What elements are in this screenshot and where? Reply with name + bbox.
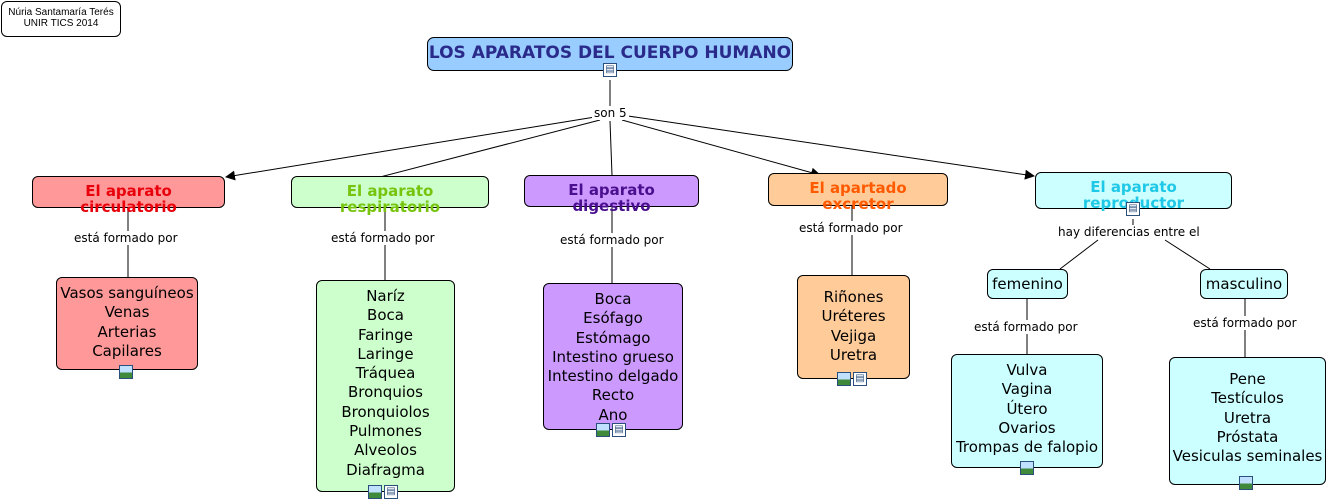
image-icon[interactable] [837, 372, 851, 386]
list-item: Diafragma [346, 460, 425, 479]
list-item: Riñones [823, 288, 884, 306]
link-label: está formado por [329, 231, 437, 245]
list-item: Pene [1229, 370, 1266, 388]
list-item: Esófago [583, 309, 643, 328]
node-icons [119, 365, 133, 379]
arrow-excretor [621, 119, 821, 178]
concept-circulatorio[interactable]: El aparato circulatorio [32, 176, 225, 215]
list-item: Trompas de falopio [955, 438, 1099, 457]
document-icon[interactable]: ▤ [612, 423, 626, 437]
list-item: Vasos sanguíneos [60, 284, 194, 302]
concept-excretor[interactable]: El apartado excretor [768, 173, 948, 212]
image-icon[interactable] [596, 423, 610, 437]
document-icon[interactable]: ▤ [1126, 202, 1140, 216]
list-item: Laringe [357, 344, 414, 363]
list-item: Útero [1006, 399, 1048, 418]
concept-title: masculino [1205, 275, 1283, 293]
author-name: Núria Santamaría Terés [8, 7, 114, 18]
list-item: Arterias [97, 322, 157, 341]
link-label: está formado por [972, 320, 1080, 334]
list-item: Bronquios [348, 383, 423, 402]
node-icons: ▤ [1126, 202, 1140, 216]
list-item: Estómago [575, 328, 651, 347]
list-item: Uretra [1223, 408, 1272, 427]
line-respiratorio [379, 119, 601, 178]
list-item: Vulva [1006, 361, 1048, 379]
list-item: Uréteres [821, 307, 886, 326]
concept-title: El aparato digestivo [568, 181, 655, 215]
list-respiratorio[interactable]: Naríz Boca Faringe Laringe Tráquea Bronq… [316, 280, 455, 492]
list-item: Testículos [1211, 389, 1284, 408]
list-item: Capilares [92, 341, 162, 360]
concept-femenino[interactable]: femenino [987, 269, 1068, 299]
link-label: está formado por [1191, 316, 1299, 330]
root-icons: ▤ [603, 63, 617, 77]
list-masculino[interactable]: Pene Testículos Uretra Próstata Vesicula… [1169, 357, 1326, 485]
list-item: Uretra [829, 345, 878, 364]
image-icon[interactable] [1239, 476, 1253, 490]
arrow-circulatorio [225, 116, 596, 181]
root-title: LOS APARATOS DEL CUERPO HUMANO [428, 43, 792, 63]
image-icon[interactable] [1020, 461, 1034, 475]
list-item: Boca [367, 306, 404, 325]
document-icon[interactable]: ▤ [603, 63, 617, 77]
link-label: está formado por [558, 233, 666, 247]
image-icon[interactable] [119, 365, 133, 379]
concept-title: El aparato circulatorio [80, 182, 177, 216]
concept-respiratorio[interactable]: El aparato respiratorio [291, 176, 489, 215]
node-icons: ▤ [837, 372, 867, 386]
list-excretor[interactable]: Riñones Uréteres Vejiga Uretra [797, 275, 910, 379]
list-item: Vejiga [830, 326, 877, 345]
root-link-label: son 5 [592, 106, 629, 120]
course-label: UNIR TICS 2014 [23, 18, 99, 29]
list-item: Vesiculas seminales [1172, 447, 1323, 466]
node-icons [1239, 476, 1253, 490]
list-item: Pulmones [349, 422, 422, 441]
concept-title: El aparato respiratorio [339, 182, 441, 216]
list-item: Intestino grueso [552, 347, 674, 366]
list-item: Recto [591, 386, 635, 405]
concept-masculino[interactable]: masculino [1200, 269, 1288, 299]
node-icons: ▤ [368, 485, 398, 499]
list-femenino[interactable]: Vulva Vagina Útero Ovarios Trompas de fa… [951, 354, 1103, 468]
list-item: Bronquiolos [341, 402, 430, 421]
concept-title: femenino [992, 275, 1063, 293]
node-icons [1020, 461, 1034, 475]
list-item: Tráquea [355, 364, 416, 383]
list-item: Próstata [1216, 427, 1279, 446]
list-item: Ano [598, 405, 628, 424]
concept-title: El apartado excretor [809, 179, 907, 213]
document-icon[interactable]: ▤ [384, 485, 398, 499]
list-item: Alveolos [354, 441, 417, 460]
line-digestivo [609, 120, 613, 176]
list-circulatorio[interactable]: Vasos sanguíneos Venas Arterias Capilare… [56, 277, 198, 370]
list-item: Vagina [1001, 380, 1053, 399]
document-icon[interactable]: ▤ [853, 372, 867, 386]
node-icons: ▤ [596, 423, 626, 437]
list-item: Intestino delgado [547, 367, 679, 386]
list-item: Ovarios [998, 418, 1056, 437]
list-item: Faringe [357, 325, 414, 344]
link-label: está formado por [72, 231, 180, 245]
arrow-reproductor [627, 115, 1035, 180]
list-digestivo[interactable]: Boca Esófago Estómago Intestino grueso I… [543, 283, 683, 430]
link-label: está formado por [797, 221, 905, 235]
list-item: Naríz [366, 287, 405, 305]
list-item: Venas [104, 303, 150, 322]
line-masculino [1164, 239, 1211, 270]
concept-digestivo[interactable]: El aparato digestivo [524, 175, 699, 214]
line-femenino [1059, 239, 1099, 270]
list-item: Boca [594, 290, 632, 308]
image-icon[interactable] [368, 485, 382, 499]
link-label: hay diferencias entre el [1056, 225, 1202, 239]
author-credit-box: Núria Santamaría Terés UNIR TICS 2014 [1, 1, 121, 37]
